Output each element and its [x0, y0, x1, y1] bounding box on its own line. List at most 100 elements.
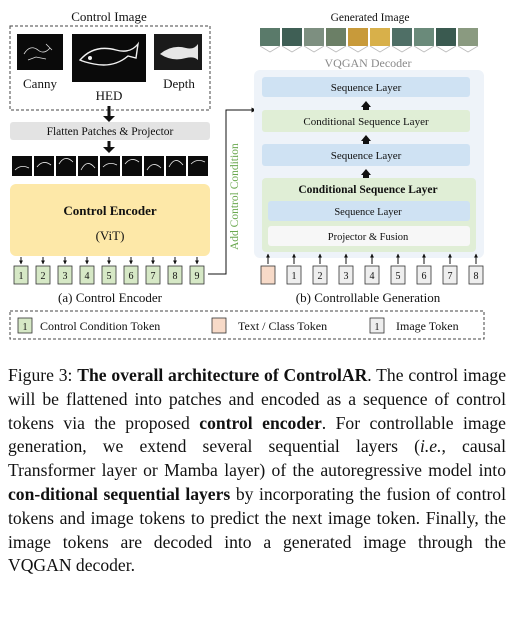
text-class-token	[260, 265, 276, 285]
legend-image-swatch-label: 1	[375, 322, 380, 333]
encoder-sub: (ViT)	[96, 228, 125, 243]
canny-label: Canny	[23, 76, 57, 91]
patch-tile	[166, 156, 186, 176]
generated-patch-funnel	[303, 45, 325, 53]
generated-patch	[326, 28, 346, 46]
control-token-label: 4	[85, 271, 90, 282]
caption-text-4: by incorporating the fusion of control t…	[8, 483, 506, 576]
patch-tile	[100, 156, 120, 176]
legend-image-swatch	[369, 317, 385, 334]
caption-text-3: , causal Transformer layer or Mamba laye…	[8, 436, 506, 481]
caption-bold-2: con-ditional sequential layers	[8, 483, 231, 504]
image-token	[364, 265, 380, 285]
patch-tile	[144, 156, 164, 176]
encoder-output-arrows	[19, 257, 199, 265]
legend-box	[9, 310, 485, 340]
control-token	[189, 265, 205, 285]
projector-fusion-box	[268, 226, 470, 246]
control-token	[123, 265, 139, 285]
architecture-figure: Control Image Canny HED Depth Flatten Pa…	[9, 9, 485, 340]
patch-edge	[190, 160, 206, 165]
hed-label: HED	[96, 88, 123, 103]
control-image-group	[9, 25, 211, 111]
cond-seq-layer-label: Conditional Sequence Layer	[303, 116, 429, 128]
projector-fusion-label: Projector & Fusion	[328, 232, 409, 243]
inner-seq-layer-label: Sequence Layer	[334, 207, 402, 218]
image-token-label: 2	[318, 271, 323, 282]
control-token	[145, 265, 161, 285]
add-condition-label: Add Control Condition	[229, 143, 241, 250]
image-token	[312, 265, 328, 285]
cond-seq-layer-bold-label: Conditional Sequence Layer	[298, 184, 437, 196]
legend-control-swatch-label: 1	[23, 322, 28, 333]
condition-connector	[208, 107, 257, 275]
legend-control-label: Control Condition Token	[40, 319, 160, 333]
inner-sequence-layer	[268, 201, 470, 221]
control-encoder-box	[10, 184, 210, 256]
figure-caption: Figure 3: The overall architecture of Co…	[8, 364, 506, 578]
image-token-label: 3	[344, 271, 349, 282]
generated-patch	[348, 28, 368, 46]
image-token	[416, 265, 432, 285]
patch-edge	[58, 158, 74, 165]
image-token	[286, 265, 302, 285]
generated-patch-funnel	[435, 45, 457, 53]
right-caption: (b) Controllable Generation	[296, 290, 441, 305]
patch-tile	[122, 156, 142, 176]
control-token-label: 6	[129, 271, 134, 282]
control-token	[35, 265, 51, 285]
image-token-label: 1	[292, 271, 297, 282]
control-token-label: 5	[107, 271, 112, 282]
caption-text-1: . The control image will be flattened in…	[8, 365, 507, 433]
patch-tile	[56, 156, 76, 176]
generated-patch-funnel	[281, 45, 303, 53]
image-token	[390, 265, 406, 285]
control-token	[57, 265, 73, 285]
control-image-title: Control Image	[71, 9, 147, 24]
caption-bold-1: control encoder	[199, 412, 322, 433]
seq-layer-mid-label: Sequence Layer	[331, 150, 402, 162]
image-token-label: 4	[370, 271, 375, 282]
generated-patch	[304, 28, 324, 46]
legend-text-swatch	[211, 317, 227, 334]
patch-edge	[80, 163, 96, 171]
patch-tile	[12, 156, 32, 176]
legend-image-label: Image Token	[396, 319, 459, 333]
generated-patch	[436, 28, 456, 46]
patch-edge	[146, 164, 162, 171]
image-token	[468, 265, 484, 285]
control-token-label: 8	[173, 271, 178, 282]
flatten-label: Flatten Patches & Projector	[47, 126, 174, 138]
generated-patch-funnel	[347, 45, 369, 53]
patch-edge	[36, 162, 52, 168]
generated-patch-funnel	[369, 45, 391, 53]
seq-layer-top-label: Sequence Layer	[331, 82, 402, 94]
control-token-label: 2	[41, 271, 46, 282]
image-token-label: 5	[396, 271, 401, 282]
image-token	[338, 265, 354, 285]
control-token-label: 7	[151, 271, 156, 282]
flatten-box	[10, 122, 210, 140]
generated-patch	[392, 28, 412, 46]
generated-patch	[414, 28, 434, 46]
image-token-label: 7	[448, 271, 453, 282]
control-token	[79, 265, 95, 285]
control-token-label: 9	[195, 271, 200, 282]
image-token	[442, 265, 458, 285]
patch-edge	[124, 159, 140, 165]
sequence-layer-top	[262, 77, 470, 97]
generation-input-arrows	[266, 253, 478, 264]
generated-patch-funnel	[391, 45, 413, 53]
caption-title: The overall architecture of ControlAR	[77, 365, 368, 385]
generated-patch	[370, 28, 390, 46]
control-token-label: 1	[19, 271, 24, 282]
image-token-label: 6	[422, 271, 427, 282]
legend-text-label: Text / Class Token	[238, 319, 327, 333]
generated-title: Generated Image	[331, 12, 410, 24]
control-token	[101, 265, 117, 285]
caption-fig-label: Figure 3:	[8, 365, 78, 385]
generated-image-strip	[259, 28, 479, 53]
control-token	[13, 265, 29, 285]
